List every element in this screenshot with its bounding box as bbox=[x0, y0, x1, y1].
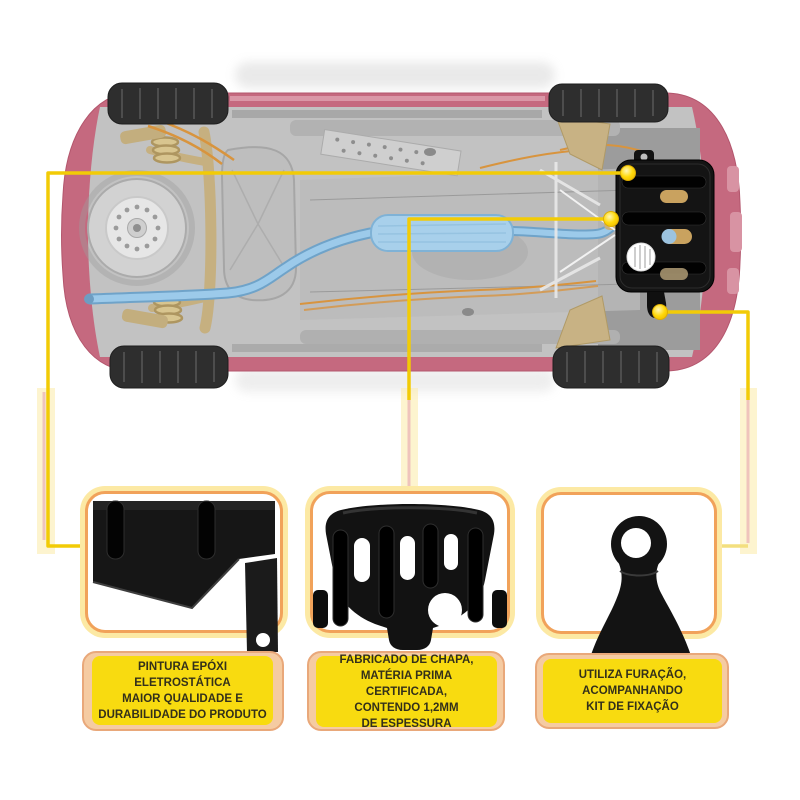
plate-corner-image bbox=[92, 500, 278, 652]
callout-dot-epoxy bbox=[620, 165, 636, 181]
tires bbox=[107, 82, 670, 389]
feature-label-mounting-kit: UTILIZA FURAÇÃO, ACOMPANHANDO KIT DE FIX… bbox=[543, 659, 722, 723]
callout-faded-segments bbox=[42, 392, 750, 543]
tire-rear-bottom bbox=[109, 345, 229, 389]
callout-line-kit bbox=[660, 310, 750, 400]
feature-card-mounting-kit bbox=[541, 492, 717, 665]
muffler bbox=[370, 214, 514, 252]
bracket-image bbox=[588, 516, 694, 665]
fuel-tank bbox=[220, 146, 298, 302]
callout-dot-kit bbox=[652, 304, 668, 320]
callout-dots bbox=[603, 165, 668, 320]
callout-line-epoxy bbox=[46, 171, 628, 548]
feature-label-epoxy-paint: PINTURA EPÓXI ELETROSTÁTICA MAIOR QUALID… bbox=[92, 656, 273, 725]
feature-label-certified-steel: FABRICADO DE CHAPA, MATÉRIA PRIMA CERTIF… bbox=[316, 654, 497, 730]
callout-line-steel bbox=[407, 217, 611, 400]
feature-card-certified-steel bbox=[310, 491, 510, 650]
callout-lines bbox=[37, 165, 757, 554]
installed-skid-plate bbox=[615, 150, 715, 319]
tire-front-bottom bbox=[552, 345, 670, 389]
callout-dot-steel bbox=[603, 211, 619, 227]
tire-front-top bbox=[548, 83, 669, 123]
spare-wheel bbox=[79, 170, 195, 286]
car-underbody-photo bbox=[61, 62, 742, 392]
skid-plate-image bbox=[313, 504, 507, 650]
feature-card-epoxy-paint bbox=[85, 491, 283, 652]
tire-rear-top bbox=[107, 82, 229, 125]
front-subframe bbox=[539, 115, 616, 349]
